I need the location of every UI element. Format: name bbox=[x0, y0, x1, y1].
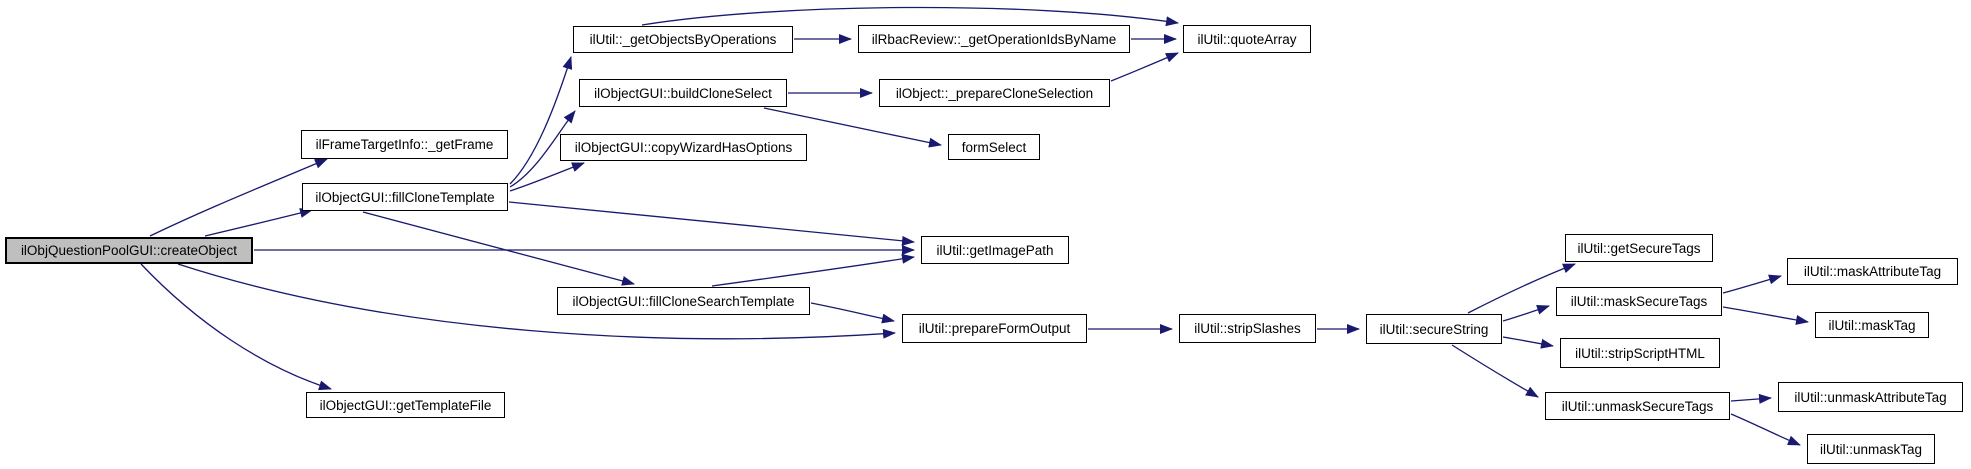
edge-createObject-to-fillCloneTemplate bbox=[204, 208, 313, 237]
node-fillCloneTemplate[interactable]: ilObjectGUI::fillCloneTemplate bbox=[302, 183, 508, 211]
node-getImagePath[interactable]: ilUtil::getImagePath bbox=[921, 236, 1069, 264]
node-prepareCloneSelection[interactable]: ilObject::_prepareCloneSelection bbox=[879, 79, 1110, 107]
node-formSelect[interactable]: formSelect bbox=[948, 134, 1040, 160]
edge-secureString-to-getSecureTags bbox=[1467, 263, 1576, 314]
edge-createObject-to-getFrame bbox=[149, 158, 328, 237]
edge-unmaskSecureTags-to-unmaskAttributeTag bbox=[1730, 393, 1772, 404]
node-quoteArray[interactable]: ilUtil::quoteArray bbox=[1183, 25, 1311, 53]
edge-prepareCloneSelection-to-quoteArray bbox=[1110, 52, 1179, 82]
edge-fillCloneTemplate-to-copyWizardHasOptions bbox=[509, 162, 585, 192]
node-stripSlashes[interactable]: ilUtil::stripSlashes bbox=[1179, 314, 1316, 343]
node-getFrame[interactable]: ilFrameTargetInfo::_getFrame bbox=[301, 130, 508, 159]
edge-fillCloneTemplate-to-getImagePath bbox=[508, 201, 915, 246]
node-copyWizardHasOptions[interactable]: ilObjectGUI::copyWizardHasOptions bbox=[560, 134, 807, 161]
edge-fillCloneSearchTemplate-to-prepareFormOutput bbox=[810, 302, 895, 324]
node-maskSecureTags[interactable]: ilUtil::maskSecureTags bbox=[1556, 287, 1722, 316]
edge-secureString-to-maskSecureTags bbox=[1502, 305, 1550, 322]
node-prepareFormOutput[interactable]: ilUtil::prepareFormOutput bbox=[902, 314, 1087, 343]
node-getOperationIdsByName[interactable]: ilRbacReview::_getOperationIdsByName bbox=[858, 25, 1130, 53]
edge-fillCloneTemplate-to-fillCloneSearchTemplate bbox=[362, 211, 635, 286]
edge-buildCloneSelect-to-formSelect bbox=[763, 107, 942, 148]
node-getObjectsByOperations[interactable]: ilUtil::_getObjectsByOperations bbox=[573, 26, 793, 53]
edge-fillCloneTemplate-to-buildCloneSelect bbox=[509, 110, 576, 188]
node-unmaskSecureTags[interactable]: ilUtil::unmaskSecureTags bbox=[1545, 392, 1730, 420]
edge-secureString-to-stripScriptHTML bbox=[1502, 336, 1554, 349]
edge-fillCloneTemplate-to-getObjectsByOperations bbox=[509, 56, 573, 185]
node-buildCloneSelect[interactable]: ilObjectGUI::buildCloneSelect bbox=[579, 79, 787, 107]
node-maskAttributeTag[interactable]: ilUtil::maskAttributeTag bbox=[1787, 258, 1958, 285]
edge-unmaskSecureTags-to-unmaskTag bbox=[1730, 413, 1801, 446]
node-stripScriptHTML[interactable]: ilUtil::stripScriptHTML bbox=[1560, 338, 1720, 368]
node-createObject: ilObjQuestionPoolGUI::createObject bbox=[5, 237, 253, 264]
edge-maskSecureTags-to-maskAttributeTag bbox=[1722, 274, 1782, 294]
edge-getObjectsByOperations-to-quoteArray bbox=[641, 6, 1179, 27]
edge-secureString-to-unmaskSecureTags bbox=[1451, 344, 1539, 398]
edge-maskSecureTags-to-maskTag bbox=[1722, 306, 1809, 325]
edge-createObject-to-getTemplateFile bbox=[140, 263, 332, 391]
node-secureString[interactable]: ilUtil::secureString bbox=[1366, 314, 1502, 344]
node-unmaskAttributeTag[interactable]: ilUtil::unmaskAttributeTag bbox=[1778, 382, 1963, 412]
node-unmaskTag[interactable]: ilUtil::unmaskTag bbox=[1807, 434, 1935, 464]
node-getTemplateFile[interactable]: ilObjectGUI::getTemplateFile bbox=[306, 392, 505, 418]
node-fillCloneSearchTemplate[interactable]: ilObjectGUI::fillCloneSearchTemplate bbox=[557, 287, 810, 315]
edge-fillCloneSearchTemplate-to-getImagePath bbox=[711, 253, 915, 287]
node-getSecureTags[interactable]: ilUtil::getSecureTags bbox=[1565, 234, 1713, 262]
edge-createObject-to-prepareFormOutput bbox=[177, 263, 896, 340]
node-maskTag[interactable]: ilUtil::maskTag bbox=[1815, 312, 1929, 338]
